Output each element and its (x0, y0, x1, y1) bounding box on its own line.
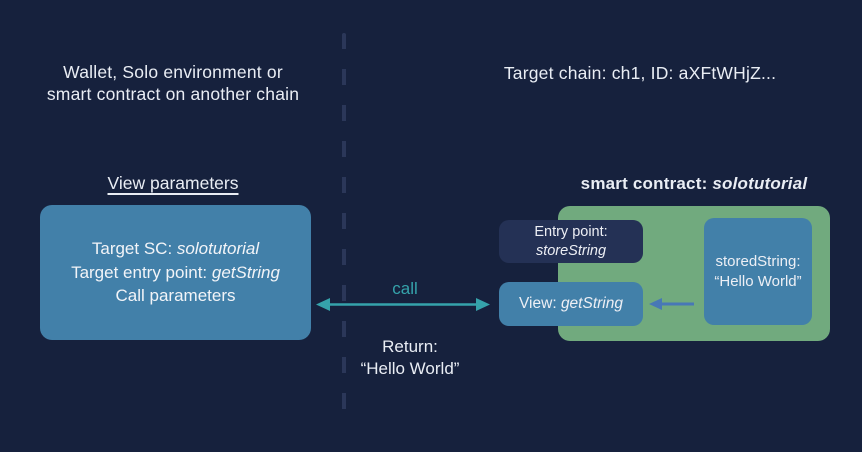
target-sc-value: solotutorial (176, 239, 260, 259)
stored-string-line2: “Hello World” (714, 272, 802, 290)
entry-point-box: Entry point: storeString (499, 220, 643, 263)
left-environment-caption-line2: smart contract on another chain (46, 84, 300, 104)
target-entry-point-line: Target entry point: getString (71, 261, 280, 285)
target-entry-point-value: getString (211, 262, 280, 282)
call-parameters-line: Call parameters (115, 286, 236, 306)
entry-point-box-line2: storeString (535, 242, 607, 259)
stored-string-box: storedString: “Hello World” (704, 218, 812, 325)
return-label-line1: Return: (382, 337, 438, 356)
entry-point-box-line1: Entry point: (534, 223, 608, 240)
call-double-arrow-icon (316, 298, 490, 311)
target-entry-point-label: Target entry point: (71, 262, 212, 282)
return-value-label: Return: “Hello World” (330, 336, 490, 379)
call-label: call (392, 279, 418, 298)
target-sc-line: Target SC: solotutorial (92, 237, 259, 261)
smart-contract-title-label: smart contract: (580, 174, 713, 193)
smart-contract-title-name: solotutorial (712, 174, 808, 193)
view-parameters-title: View parameters (107, 173, 239, 193)
chain-boundary-divider (342, 33, 346, 425)
left-environment-caption-line1: Wallet, Solo environment or (63, 62, 283, 82)
stored-string-line1: storedString: (715, 252, 801, 270)
smart-contract-title: smart contract: solotutorial (558, 174, 830, 194)
view-value: getString (560, 295, 623, 312)
read-left-arrow-icon (649, 298, 694, 310)
return-label-line2: “Hello World” (360, 358, 460, 378)
view-getstring-box: View: getString (499, 282, 643, 326)
target-sc-label: Target SC: (91, 239, 177, 259)
view-getstring-line: View: getString (519, 294, 623, 314)
view-label: View: (519, 295, 561, 312)
view-parameters-box: Target SC: solotutorial Target entry poi… (40, 205, 311, 340)
left-environment-caption: Wallet, Solo environment or smart contra… (31, 61, 315, 105)
target-chain-caption: Target chain: ch1, ID: aXFtWHjZ... (503, 63, 777, 83)
